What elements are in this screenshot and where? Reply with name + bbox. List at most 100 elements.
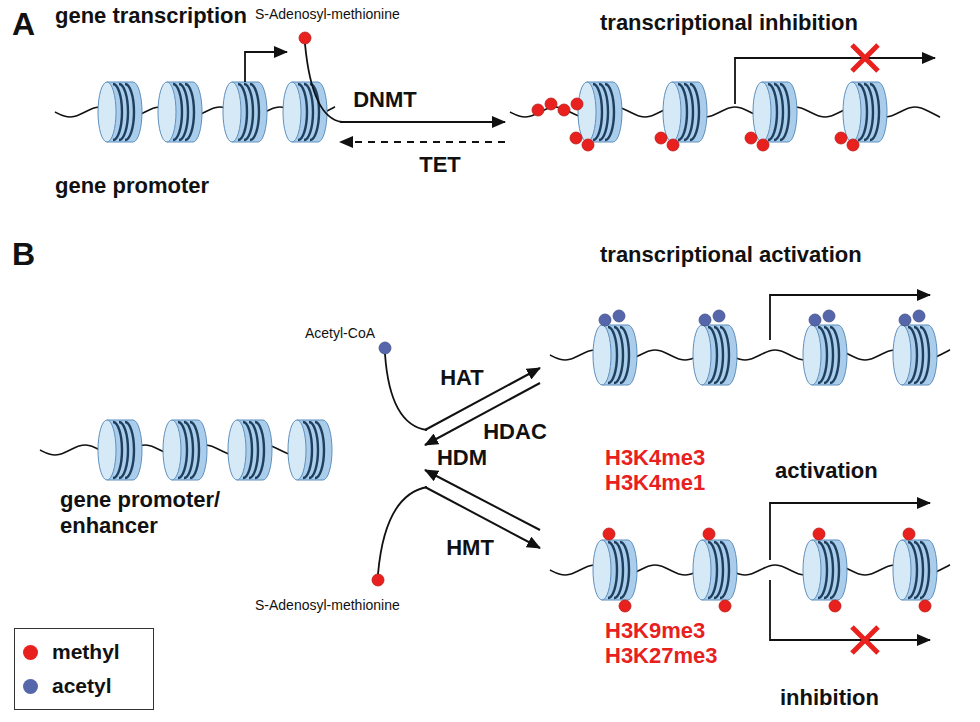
enzyme-label: HDAC	[480, 420, 550, 444]
legend-swatch	[23, 679, 38, 694]
enzyme-label: HMT	[443, 536, 497, 560]
nucleosome	[893, 540, 937, 600]
methyl-dot	[745, 132, 757, 144]
methyl-dot	[299, 32, 311, 44]
legend-text: acetyl	[52, 674, 112, 698]
nucleosome	[578, 82, 622, 142]
nucleosome	[158, 82, 202, 142]
cofactor-label: Acetyl-CoA	[305, 325, 375, 341]
methyl-dot	[829, 600, 841, 612]
nucleosome	[693, 325, 737, 385]
state-caption: transcriptional inhibition	[600, 10, 858, 36]
nucleosome	[98, 82, 142, 142]
nucleosome	[593, 325, 637, 385]
chromatin-state: gene promoter/ enhancer	[35, 395, 425, 550]
methyl-dot	[835, 132, 847, 144]
enzyme-label: DNMT	[350, 88, 420, 112]
legend-box: methyl acetyl	[14, 628, 154, 710]
chromatin-state: H3K4me3H3K4me1 activationH3K9me3H3K27me3 i…	[540, 440, 970, 715]
enzyme-label: HAT	[437, 366, 487, 390]
methyl-dot	[903, 528, 915, 540]
methyl-dot	[603, 528, 615, 540]
state-caption: H3K27me3	[605, 643, 718, 669]
methyl-dot	[655, 132, 667, 144]
methyl-dot	[919, 600, 931, 612]
acetyl-dot	[809, 314, 821, 326]
nucleosome	[753, 82, 797, 142]
cofactor-curve	[378, 487, 427, 574]
acetyl-dot	[899, 314, 911, 326]
nucleosome	[228, 420, 272, 480]
state-caption: H3K4me3	[605, 445, 705, 471]
panel-letter: A	[12, 6, 35, 43]
nucleosome	[288, 420, 332, 480]
legend-text: methyl	[52, 640, 120, 664]
methyl-dot	[847, 139, 859, 151]
state-caption: gene promoter/ enhancer	[60, 487, 260, 539]
state-caption: gene transcription	[55, 3, 247, 29]
legend-row: acetyl	[23, 669, 145, 703]
nucleosome	[223, 82, 267, 142]
methyl-dot	[757, 139, 769, 151]
methyl-dot	[582, 139, 594, 151]
nucleosome	[663, 82, 707, 142]
legend-row: methyl	[23, 635, 145, 669]
enzyme-label: TET	[416, 153, 464, 177]
cofactor-label: S-Adenosyl-methionine	[255, 597, 400, 613]
chromatin-state: gene transcription gene promoter	[40, 3, 340, 203]
nucleosome	[163, 420, 207, 480]
state-caption: transcriptional activation	[600, 242, 862, 268]
methyl-dot	[813, 528, 825, 540]
nucleosome	[283, 82, 327, 142]
nucleosome	[693, 540, 737, 600]
methyl-dot	[619, 600, 631, 612]
transcription-arrow	[770, 503, 930, 560]
methyl-dot	[545, 98, 557, 110]
block-cross	[852, 45, 878, 71]
transcription-arrow	[770, 295, 930, 340]
acetyl-dot	[699, 314, 711, 326]
chromatin-state: transcriptional inhibition	[505, 8, 970, 178]
methyl-dot	[719, 600, 731, 612]
chromatin-state: transcriptional activation	[540, 240, 970, 390]
panel-letter: B	[12, 236, 35, 273]
state-caption: gene promoter	[55, 173, 209, 199]
legend-swatch	[23, 645, 38, 660]
nucleosome	[843, 82, 887, 142]
methyl-dot	[532, 104, 544, 116]
methyl-dot	[703, 528, 715, 540]
cofactor-curve	[305, 44, 342, 122]
acetyl-dot	[613, 310, 625, 322]
block-cross	[852, 627, 878, 653]
methyl-dot	[571, 98, 583, 110]
reaction-arrow	[340, 141, 505, 143]
nucleosome	[98, 420, 142, 480]
cofactor-curve	[385, 354, 427, 430]
acetyl-dot	[913, 310, 925, 322]
transcription-arrow	[770, 580, 930, 640]
acetyl-dot	[599, 314, 611, 326]
reaction-arrow	[340, 121, 505, 123]
state-caption: inhibition	[780, 685, 879, 711]
nucleosome	[593, 540, 637, 600]
methyl-dot	[667, 139, 679, 151]
state-caption: activation	[775, 458, 878, 484]
acetyl-dot	[379, 342, 391, 354]
transcription-arrow	[735, 58, 935, 104]
cofactor-label: S-Adenosyl-methionine	[255, 6, 400, 22]
nucleosome	[803, 540, 847, 600]
nucleosome	[803, 325, 847, 385]
state-caption: H3K9me3	[605, 618, 705, 644]
acetyl-dot	[823, 310, 835, 322]
methyl-dot	[558, 104, 570, 116]
methyl-dot	[570, 132, 582, 144]
acetyl-dot	[713, 310, 725, 322]
methyl-dot	[372, 574, 384, 586]
nucleosome	[893, 325, 937, 385]
enzyme-label: HDM	[434, 446, 490, 470]
state-caption: H3K4me1	[605, 470, 705, 496]
reaction-arrow	[425, 470, 540, 530]
